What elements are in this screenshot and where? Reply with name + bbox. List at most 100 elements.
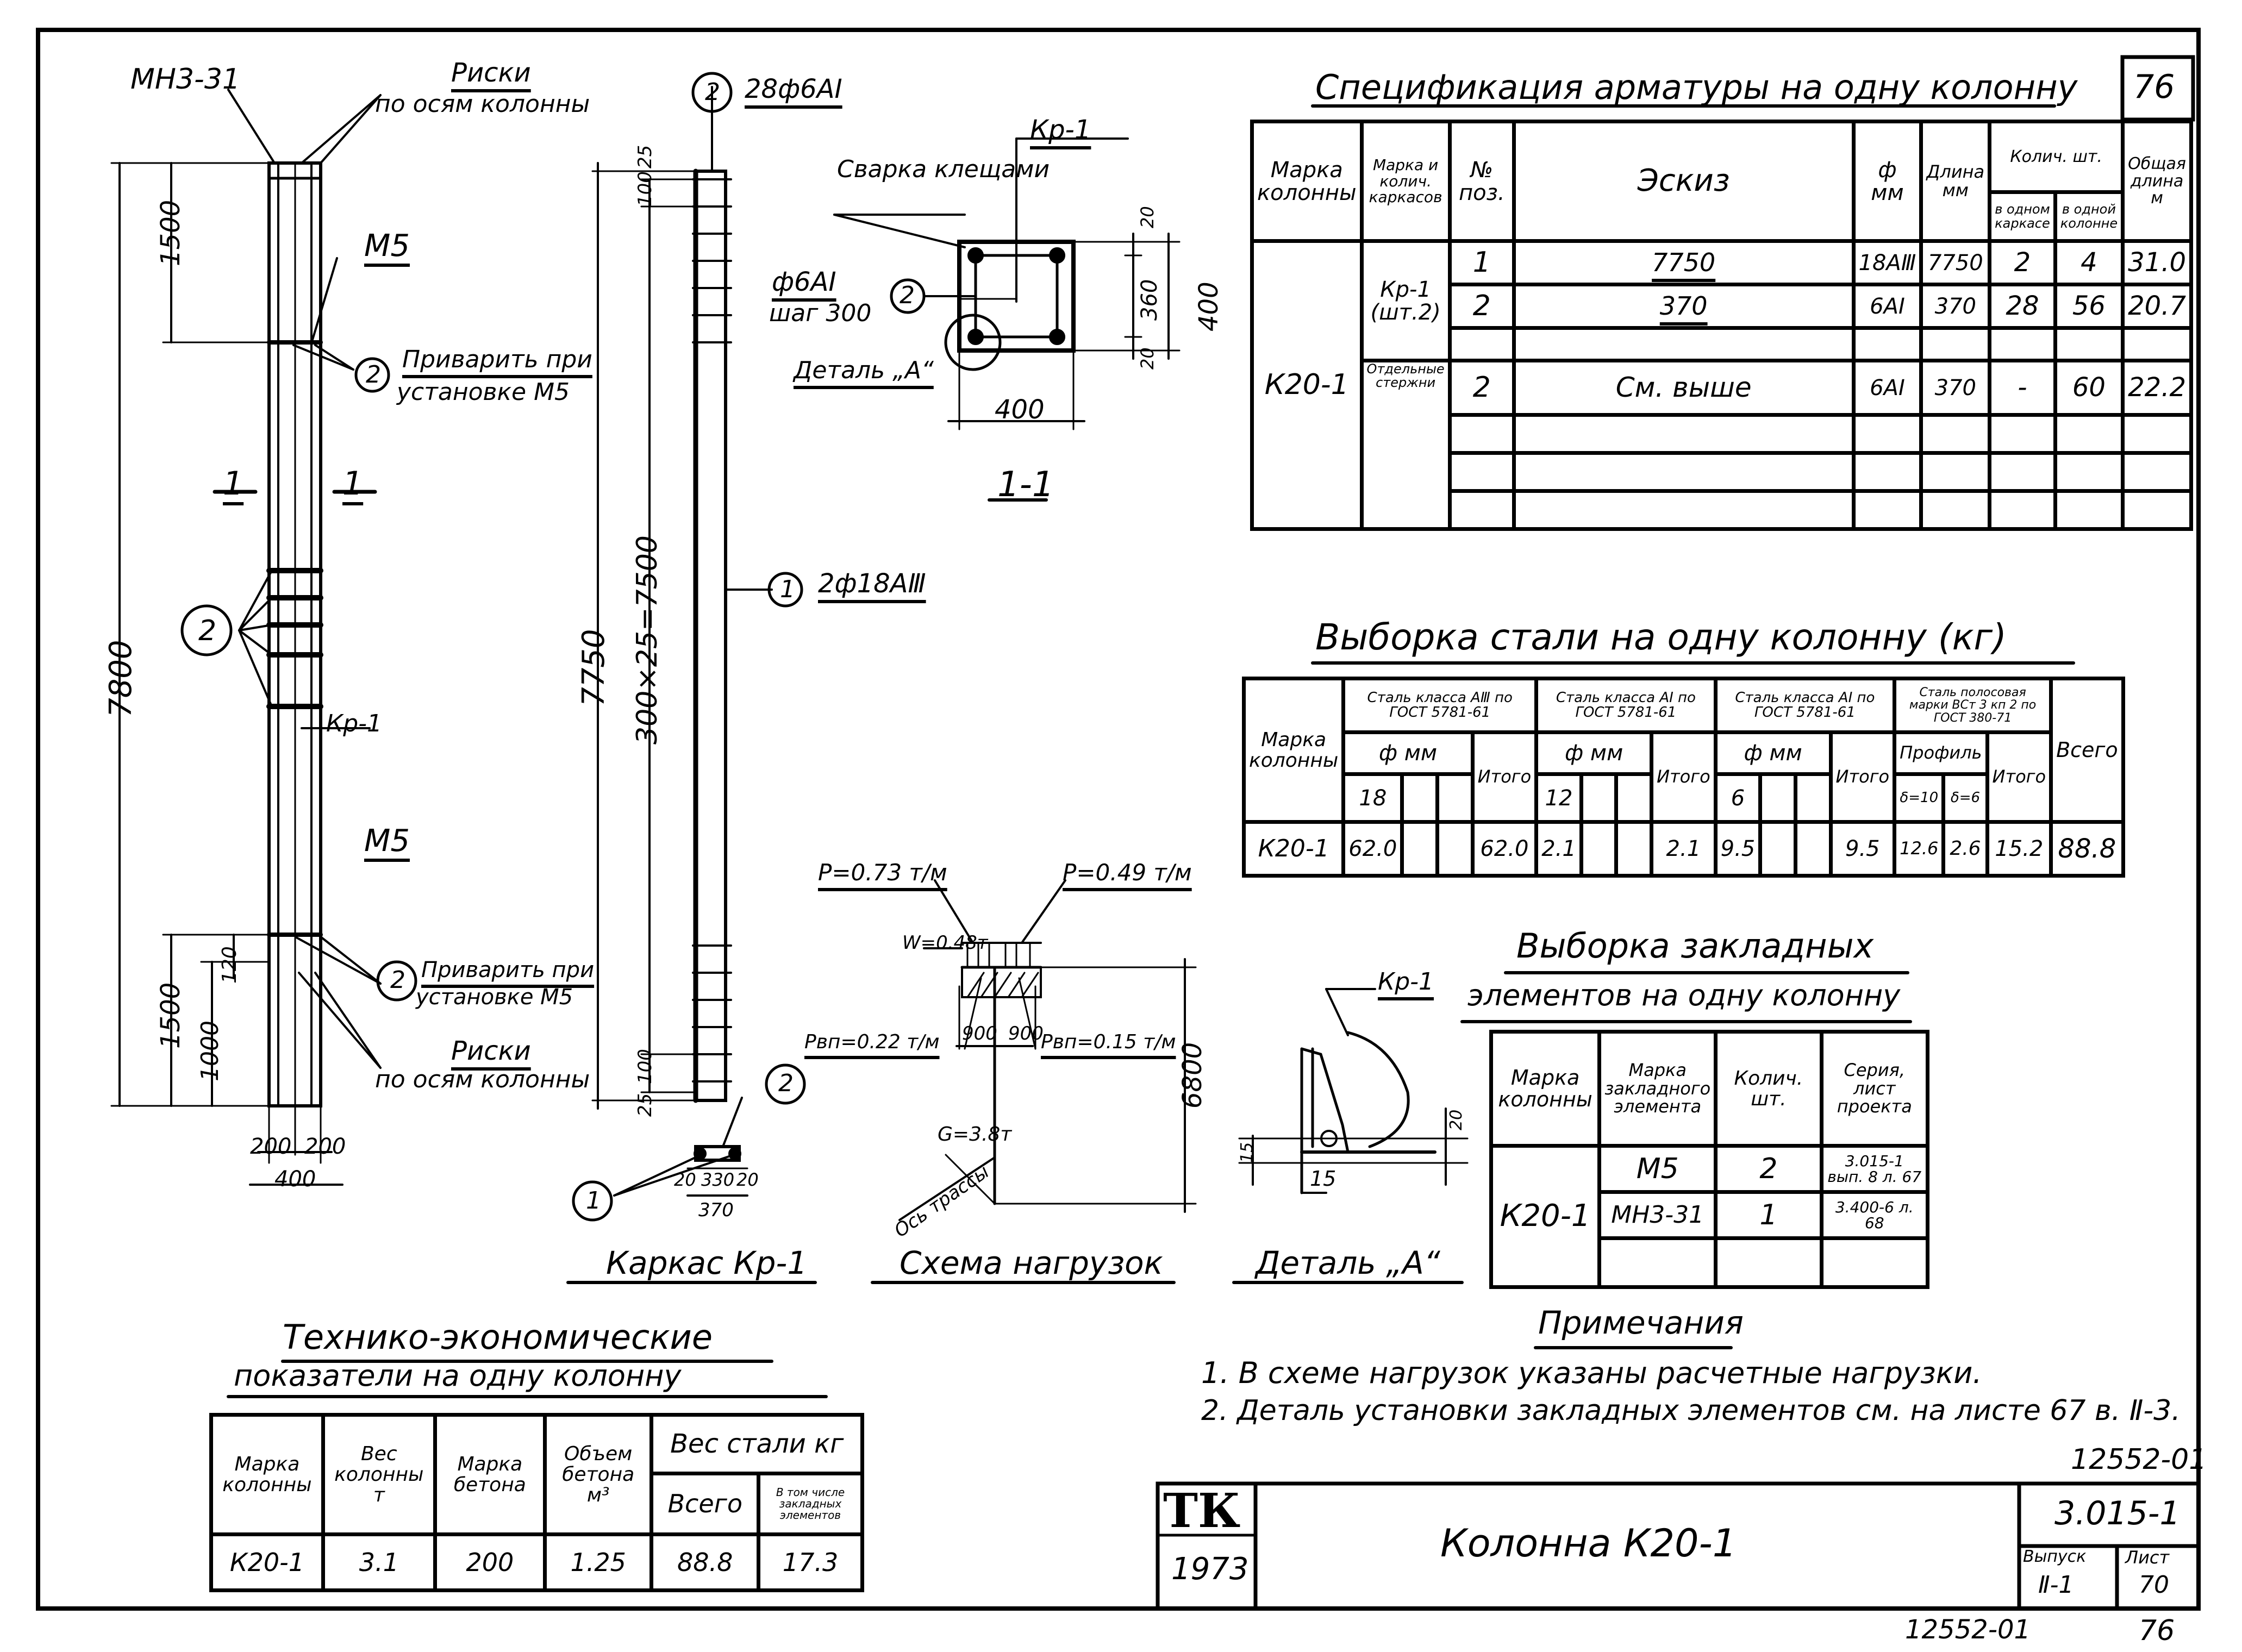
load-p1: P=0.73 т/м bbox=[818, 859, 947, 886]
m5-mid-label: М5 bbox=[364, 823, 410, 859]
spec-h-mark: Марка колонны bbox=[1250, 120, 1364, 243]
weld-note-1b: установке М5 bbox=[397, 378, 570, 406]
stirrup-bar-label: ф6АⅠ bbox=[772, 267, 836, 297]
tech-r-steel-total: 88.8 bbox=[650, 1532, 761, 1592]
embed-r1-series: 3.015-1 вып. 8 л. 67 bbox=[1819, 1144, 1930, 1194]
steel-h-itogo3: Итого bbox=[1828, 730, 1897, 824]
embed-h-element: Марка закладного элемента bbox=[1597, 1030, 1718, 1148]
spec-r2-total: 20.7 bbox=[2121, 283, 2193, 330]
section-callout: 2 bbox=[900, 281, 915, 309]
corner-box bbox=[2120, 55, 2195, 122]
spec-r3-length: 370 bbox=[1919, 359, 1992, 417]
spec-h-qty: Колич. шт. bbox=[1988, 120, 2125, 194]
steel-table: Марка колонны Сталь класса АⅢ по ГОСТ 57… bbox=[1241, 677, 2193, 878]
width-400: 400 bbox=[274, 1167, 316, 1192]
steel-r-v12: 2.1 bbox=[1534, 820, 1583, 878]
load-w: W=0.48т bbox=[902, 932, 988, 954]
note-2: 2. Деталь установки закладных элементов … bbox=[1201, 1394, 2181, 1427]
cage-d100-top: 100 bbox=[634, 171, 656, 206]
cage-callout-bot: 2 bbox=[778, 1069, 794, 1097]
cage-height-7750: 7750 bbox=[576, 629, 611, 706]
weld-callout-2: 2 bbox=[390, 966, 405, 994]
spec-r3-sketch: См. выше bbox=[1512, 359, 1856, 417]
detail-d20: 20 bbox=[1447, 1109, 1466, 1130]
embed-r2-series: 3.400-6 л. 68 bbox=[1819, 1190, 1930, 1240]
steel-h-itogo4: Итого bbox=[1985, 730, 2053, 824]
bottom-code: 12552-01 bbox=[1905, 1615, 2031, 1645]
spec-r3-dia: 6АⅠ bbox=[1851, 359, 1924, 417]
steel-h-d12: 12 bbox=[1534, 772, 1583, 824]
steel-r-p1: 12.6 bbox=[1893, 820, 1946, 878]
section-d20-b: 20 bbox=[1137, 347, 1158, 370]
spec-r1-q1: 2 bbox=[1988, 239, 2057, 286]
spec-title: Спецификация арматуры на одну колонну bbox=[1315, 67, 2078, 107]
steel-h-d6: 6 bbox=[1713, 772, 1763, 824]
steel-r-t3: 9.5 bbox=[1828, 820, 1897, 878]
tech-h-total: Всего bbox=[650, 1471, 761, 1537]
section-mark-left: 1 bbox=[223, 465, 244, 503]
spec-r3-total: 22.2 bbox=[2121, 359, 2193, 417]
load-arm-1: 900 bbox=[962, 1023, 997, 1044]
steel-h-group3: Сталь класса АⅠ по ГОСТ 5781-61 bbox=[1713, 677, 1897, 734]
column-elevation bbox=[110, 89, 417, 1186]
cage-callout-section: 1 bbox=[586, 1187, 601, 1215]
detail-a bbox=[1238, 988, 1469, 1194]
kp1-label: Кр-1 bbox=[326, 710, 383, 737]
bottom-page-number: 76 bbox=[2139, 1615, 2175, 1647]
width-200-b: 200 bbox=[304, 1134, 346, 1159]
tech-title-2: показатели на одну колонну bbox=[234, 1359, 682, 1393]
title-sheet: 70 bbox=[2139, 1571, 2169, 1599]
spec-r3-pos: 2 bbox=[1447, 359, 1516, 417]
weld-note-2: Приварить при bbox=[421, 958, 595, 983]
spec-h-sketch: Эскиз bbox=[1512, 120, 1856, 243]
height-7800: 7800 bbox=[103, 640, 139, 717]
steel-h-dia1: ф мм bbox=[1341, 730, 1475, 776]
embed-r1-qty: 2 bbox=[1714, 1144, 1823, 1194]
steel-r-t2: 2.1 bbox=[1650, 820, 1718, 878]
steel-h-group4: Сталь полосовая марки ВСт 3 кп 2 по ГОСТ… bbox=[1893, 677, 2053, 734]
steel-title: Выборка стали на одну колонну (кг) bbox=[1315, 616, 2007, 658]
steel-r-v18: 62.0 bbox=[1341, 820, 1404, 878]
caption-underlines bbox=[227, 104, 2075, 1398]
tech-h-concrete: Марка бетона bbox=[433, 1412, 547, 1537]
spec-r2-dia: 6АⅠ bbox=[1851, 283, 1924, 330]
height-120: 120 bbox=[218, 946, 241, 984]
steel-h-d18: 18 bbox=[1341, 772, 1404, 824]
stirrups-label: 28ф6АⅠ bbox=[745, 74, 842, 104]
load-pvp1: Pвп=0.22 т/м bbox=[804, 1031, 940, 1053]
steel-h-group2: Сталь класса АⅠ по ГОСТ 5781-61 bbox=[1534, 677, 1718, 734]
steel-r-v6: 9.5 bbox=[1713, 820, 1763, 878]
spec-h-qty-cage: в одном каркасе bbox=[1988, 190, 2057, 243]
load-g: G=3.8т bbox=[938, 1123, 1012, 1146]
steel-h-p1: δ=10 bbox=[1893, 772, 1946, 824]
load-p2: P=0.49 т/м bbox=[1063, 859, 1192, 886]
load-arm-2: 900 bbox=[1008, 1023, 1044, 1044]
section-kp1-label: Кр-1 bbox=[1030, 115, 1091, 145]
weld-tongs-label: Сварка клещами bbox=[837, 155, 1050, 183]
tech-h-steel: Вес стали кг bbox=[650, 1413, 864, 1475]
tech-h-embedded: В том числе закладных элементов bbox=[757, 1471, 864, 1537]
cage-callout-top: 2 bbox=[705, 78, 720, 106]
cage-caption: Каркас Кр-1 bbox=[606, 1244, 808, 1281]
marks-bot-label-2: по осям колонны bbox=[375, 1066, 590, 1093]
detail-d15b: 15 bbox=[1310, 1167, 1337, 1191]
cage-d20-a: 20 bbox=[674, 1169, 696, 1190]
corner-sheet-number: 76 bbox=[2133, 68, 2175, 106]
m5-top-label: М5 bbox=[364, 228, 410, 264]
height-1000: 1000 bbox=[196, 1021, 224, 1081]
steel-h-group1: Сталь класса АⅢ по ГОСТ 5781-61 bbox=[1341, 677, 1539, 734]
detail-a-ref: Деталь „А“ bbox=[794, 356, 934, 384]
embed-h-qty: Колич. шт. bbox=[1714, 1030, 1823, 1148]
title-year: 1973 bbox=[1171, 1551, 1249, 1587]
spec-r1-dia: 18АⅢ bbox=[1851, 239, 1924, 286]
section-1-1 bbox=[833, 137, 1181, 502]
cage-callout-mid: 1 bbox=[780, 575, 795, 603]
spec-column-mark: К20-1 bbox=[1250, 239, 1364, 531]
mn3-31-label: МН3-31 bbox=[130, 63, 240, 96]
title-sheet-label: Лист bbox=[2125, 1547, 2170, 1568]
tech-h-weight: Вес колонны т bbox=[321, 1412, 437, 1537]
height-1500-bot: 1500 bbox=[155, 982, 186, 1049]
spec-h-length: Длина мм bbox=[1919, 120, 1992, 243]
note-1: 1. В схеме нагрузок указаны расчетные на… bbox=[1201, 1356, 1982, 1390]
